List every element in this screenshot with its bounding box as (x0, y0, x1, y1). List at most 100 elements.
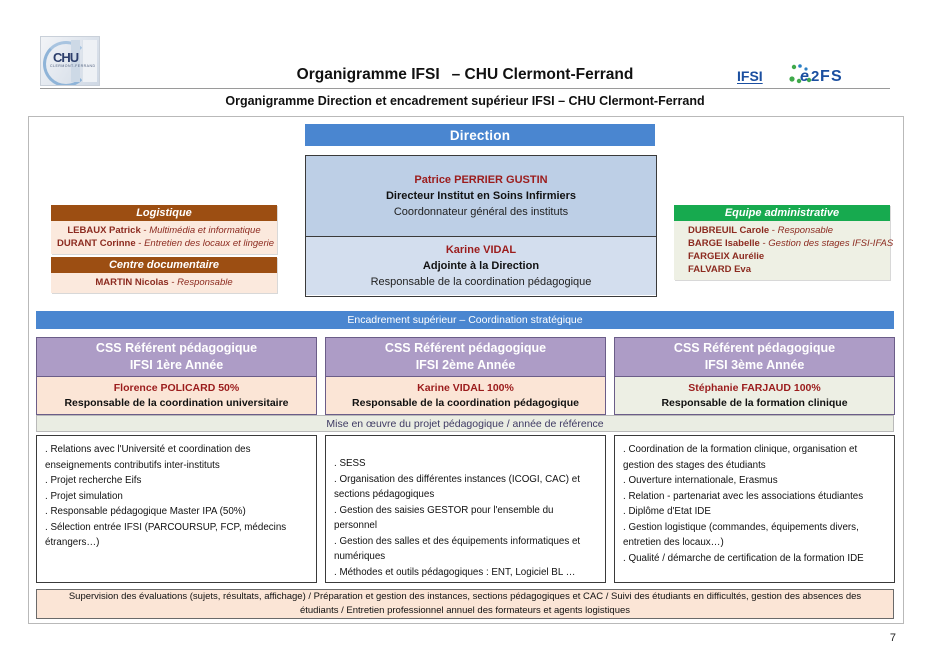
chu-logo-subtext: CLERMONT-FERRAND (50, 64, 96, 68)
member-detail: Entretien des locaux et lingerie (144, 238, 275, 249)
member-separator: - (168, 277, 178, 288)
equipe-administrative-block: Equipe administrative DUBREUIL Carole - … (674, 205, 894, 280)
member-separator: - (135, 238, 145, 249)
detail-item: . Relation - partenariat avec les associ… (623, 490, 864, 502)
ifsi-logo-link[interactable]: IFSI (737, 68, 763, 84)
page-header: CHU CLERMONT-FERRAND Organigramme IFSI – … (0, 0, 930, 108)
member-name: DUBREUIL Carole (688, 225, 770, 236)
member-detail: Gestion des stages IFSI-IFAS (768, 238, 894, 249)
page-title: Organigramme IFSI – CHU Clermont-Ferrand (0, 66, 930, 84)
detail-item: . Qualité / démarche de certification de… (623, 552, 864, 564)
css-details-1: . Relations avec l'Université et coordin… (36, 435, 317, 583)
centre-documentaire-header: Centre documentaire (51, 257, 277, 273)
css-details-3: . Coordination de la formation clinique,… (614, 435, 895, 583)
encadrement-superieur-bar: Encadrement supérieur – Coordination str… (36, 311, 894, 329)
css-header-3: CSS Référent pédagogique IFSI 3ème Année (614, 337, 895, 377)
equipe-administrative-member-row: FARGEIX Aurélie (674, 250, 890, 263)
director-role: Directeur Institut en Soins Infirmiers (385, 190, 577, 202)
css-person-card-3: Stéphanie FARJAUD 100% Responsable de la… (614, 377, 895, 415)
e2fs-logo: e 2 F S (787, 62, 845, 88)
css-header-1: CSS Référent pédagogique IFSI 1ère Année (36, 337, 317, 377)
detail-item: . Organisation des différentes instances… (334, 473, 580, 501)
logistique-members: LEBAUX Patrick - Multimédia et informati… (51, 221, 277, 254)
member-separator: - (769, 225, 778, 236)
supervision-bar: Supervision des évaluations (sujets, rés… (36, 589, 894, 619)
centre-documentaire-member-row: MARTIN Nicolas - Responsable (51, 276, 277, 289)
detail-item: . Relations avec l'Université et coordin… (45, 444, 251, 471)
mise-en-oeuvre-bar: Mise en œuvre du projet pédagogique / an… (36, 415, 894, 432)
equipe-administrative-member-row: DUBREUIL Carole - Responsable (674, 224, 890, 237)
chu-logo-bar-right (82, 40, 97, 82)
css-column-2: CSS Référent pédagogique IFSI 2ème Année… (325, 337, 606, 415)
chu-logo-text: CHU (53, 50, 79, 65)
page-title-suffix: – CHU Clermont-Ferrand (451, 66, 634, 83)
equipe-administrative-member-row: BARGE Isabelle - Gestion des stages IFSI… (674, 237, 894, 250)
css-column-3: CSS Référent pédagogique IFSI 3ème Année… (614, 337, 895, 415)
css-person-name-3: Stéphanie FARJAUD 100% (688, 382, 821, 394)
detail-item: . Diplôme d'Etat IDE (623, 506, 711, 517)
svg-text:2: 2 (811, 68, 819, 85)
page-title-main: Organigramme IFSI (296, 66, 440, 83)
css-header-3-line2: IFSI 3ème Année (704, 358, 805, 372)
css-person-card-1: Florence POLICARD 50% Responsable de la … (36, 377, 317, 415)
equipe-administrative-member-row: FALVARD Eva (674, 263, 890, 276)
centre-documentaire-members: MARTIN Nicolas - Responsable (51, 273, 277, 293)
detail-item: . SESS (334, 458, 366, 469)
member-name: DURANT Corinne (57, 238, 136, 249)
detail-item: . Coordination de la formation clinique,… (623, 444, 858, 471)
member-detail: Multimédia et informatique (149, 225, 261, 236)
member-name: LEBAUX Patrick (67, 225, 141, 236)
logistique-member-row: LEBAUX Patrick - Multimédia et informati… (51, 224, 277, 237)
detail-item: . Sélection entrée IFSI (PARCOURSUP, FCP… (45, 521, 287, 549)
detail-item: . Projet simulation (45, 490, 123, 502)
deputy-description: Responsable de la coordination pédagogiq… (370, 276, 592, 288)
chu-logo-arc-icon (43, 41, 89, 85)
direction-box: Patrice PERRIER GUSTIN Directeur Institu… (305, 155, 657, 297)
css-person-role-2: Responsable de la coordination pédagogiq… (352, 397, 579, 409)
logistique-member-row: DURANT Corinne - Entretien des locaux et… (51, 237, 277, 250)
css-header-3-line1: CSS Référent pédagogique (673, 341, 836, 355)
direction-header: Direction (305, 124, 655, 146)
css-header-2-line1: CSS Référent pédagogique (384, 341, 547, 355)
member-separator: - (759, 238, 769, 249)
detail-item: . Projet recherche Eifs (45, 475, 142, 486)
equipe-administrative-members: DUBREUIL Carole - Responsable BARGE Isab… (674, 221, 894, 280)
org-chart-frame: Direction Patrice PERRIER GUSTIN Directe… (28, 116, 904, 624)
director-description: Coordonnateur général des instituts (393, 206, 569, 218)
detail-item: . Gestion des saisies GESTOR pour l'ense… (334, 504, 554, 532)
member-separator: - (140, 225, 150, 236)
director-name: Patrice PERRIER GUSTIN (414, 174, 548, 186)
detail-item: . Gestion des salles et des équipements … (334, 535, 581, 563)
member-detail: Responsable (177, 277, 233, 288)
chu-logo-bar-left (71, 40, 80, 82)
logistique-block: Logistique LEBAUX Patrick - Multimédia e… (51, 205, 277, 254)
member-detail: Responsable (777, 225, 834, 236)
svg-text:F: F (820, 68, 830, 85)
detail-item: . Gestion logistique (commandes, équipem… (623, 521, 859, 549)
detail-item: . Méthodes et outils pédagogiques : ENT,… (334, 566, 576, 578)
detail-item: . Responsable pédagogique Master IPA (50… (45, 506, 246, 517)
css-person-card-2: Karine VIDAL 100% Responsable de la coor… (325, 377, 606, 415)
css-header-2-line2: IFSI 2ème Année (415, 358, 516, 372)
css-person-name-2: Karine VIDAL 100% (417, 382, 514, 394)
logistique-header: Logistique (51, 205, 277, 221)
css-header-1-line2: IFSI 1ère Année (129, 358, 224, 372)
centre-documentaire-block: Centre documentaire MARTIN Nicolas - Res… (51, 257, 277, 293)
member-name: MARTIN Nicolas (95, 277, 169, 288)
member-name: FARGEIX Aurélie (688, 251, 765, 262)
css-details-2: . SESS . Organisation des différentes in… (325, 435, 606, 583)
css-column-1: CSS Référent pédagogique IFSI 1ère Année… (36, 337, 317, 415)
director-card: Patrice PERRIER GUSTIN Directeur Institu… (306, 156, 656, 237)
member-name: BARGE Isabelle (688, 238, 760, 249)
css-person-role-3: Responsable de la formation clinique (661, 397, 848, 409)
page-number: 7 (889, 632, 896, 644)
equipe-administrative-header: Equipe administrative (674, 205, 890, 221)
deputy-name: Karine VIDAL (445, 244, 517, 256)
css-person-name-1: Florence POLICARD 50% (113, 382, 240, 394)
detail-item: . Ouverture internationale, Erasmus (623, 475, 778, 486)
header-divider (40, 88, 890, 89)
member-name: FALVARD Eva (688, 264, 751, 275)
page-subtitle: Organigramme Direction et encadrement su… (225, 94, 705, 108)
css-person-role-1: Responsable de la coordination universit… (64, 397, 289, 409)
deputy-role: Adjointe à la Direction (422, 260, 540, 272)
